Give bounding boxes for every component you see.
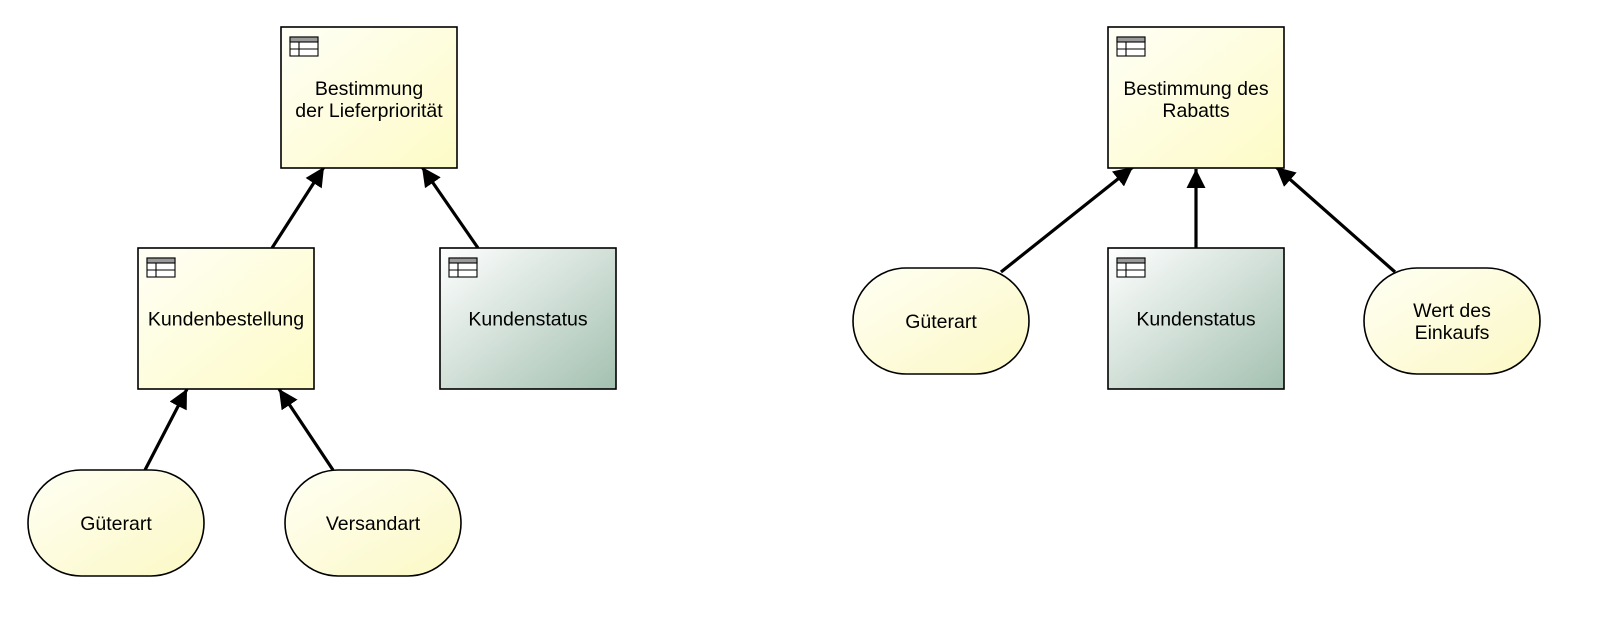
- node-label-line: Versandart: [326, 513, 421, 535]
- node-label-line: Rabatts: [1162, 100, 1229, 122]
- requirement-arrow-i3-to-d3: [1000, 165, 1134, 274]
- input-shape: [27, 469, 205, 577]
- requirement-arrow-i1-to-d2: [143, 388, 189, 471]
- node-label-line: Güterart: [80, 513, 152, 535]
- knowledge-node-kundenstatus[interactable]: Kundenstatus: [1107, 247, 1285, 390]
- input-node-gueterart[interactable]: Güterart: [27, 469, 205, 577]
- decision-node-kundenbestellung[interactable]: Kundenbestellung: [137, 247, 315, 390]
- input-node-versandart[interactable]: Versandart: [284, 469, 462, 577]
- decision-shape: [280, 26, 458, 169]
- input-shape: [1363, 267, 1541, 375]
- decision-table-icon: [1116, 36, 1146, 57]
- node-label-line: Einkaufs: [1415, 322, 1490, 344]
- input-node-gueterart[interactable]: Güterart: [852, 267, 1030, 375]
- node-label-line: Bestimmung des: [1123, 78, 1268, 100]
- decision-table-icon: [448, 257, 478, 278]
- node-label-line: Wert des: [1413, 300, 1491, 322]
- requirement-arrow-k1-to-d1: [420, 166, 480, 249]
- node-label-line: Bestimmung: [315, 78, 423, 100]
- input-shape: [284, 469, 462, 577]
- node-label-line: Kundenstatus: [468, 309, 588, 331]
- node-label-line: Kundenstatus: [1136, 309, 1256, 331]
- knowledge-node-kundenstatus[interactable]: Kundenstatus: [439, 247, 617, 390]
- decision-table-icon: [1116, 257, 1146, 278]
- requirement-arrow-i4-to-d3: [1274, 165, 1397, 274]
- decision-table-icon: [289, 36, 319, 57]
- edges-layer: [143, 165, 1397, 471]
- decision-table-icon: [146, 257, 176, 278]
- node-label-line: Güterart: [905, 311, 977, 333]
- requirement-arrow-i2-to-d2: [277, 388, 335, 471]
- node-label-line: der Lieferpriorität: [295, 100, 443, 122]
- requirement-arrow-d2-to-d1: [270, 166, 326, 249]
- input-shape: [852, 267, 1030, 375]
- node-label-line: Kundenbestellung: [148, 309, 304, 331]
